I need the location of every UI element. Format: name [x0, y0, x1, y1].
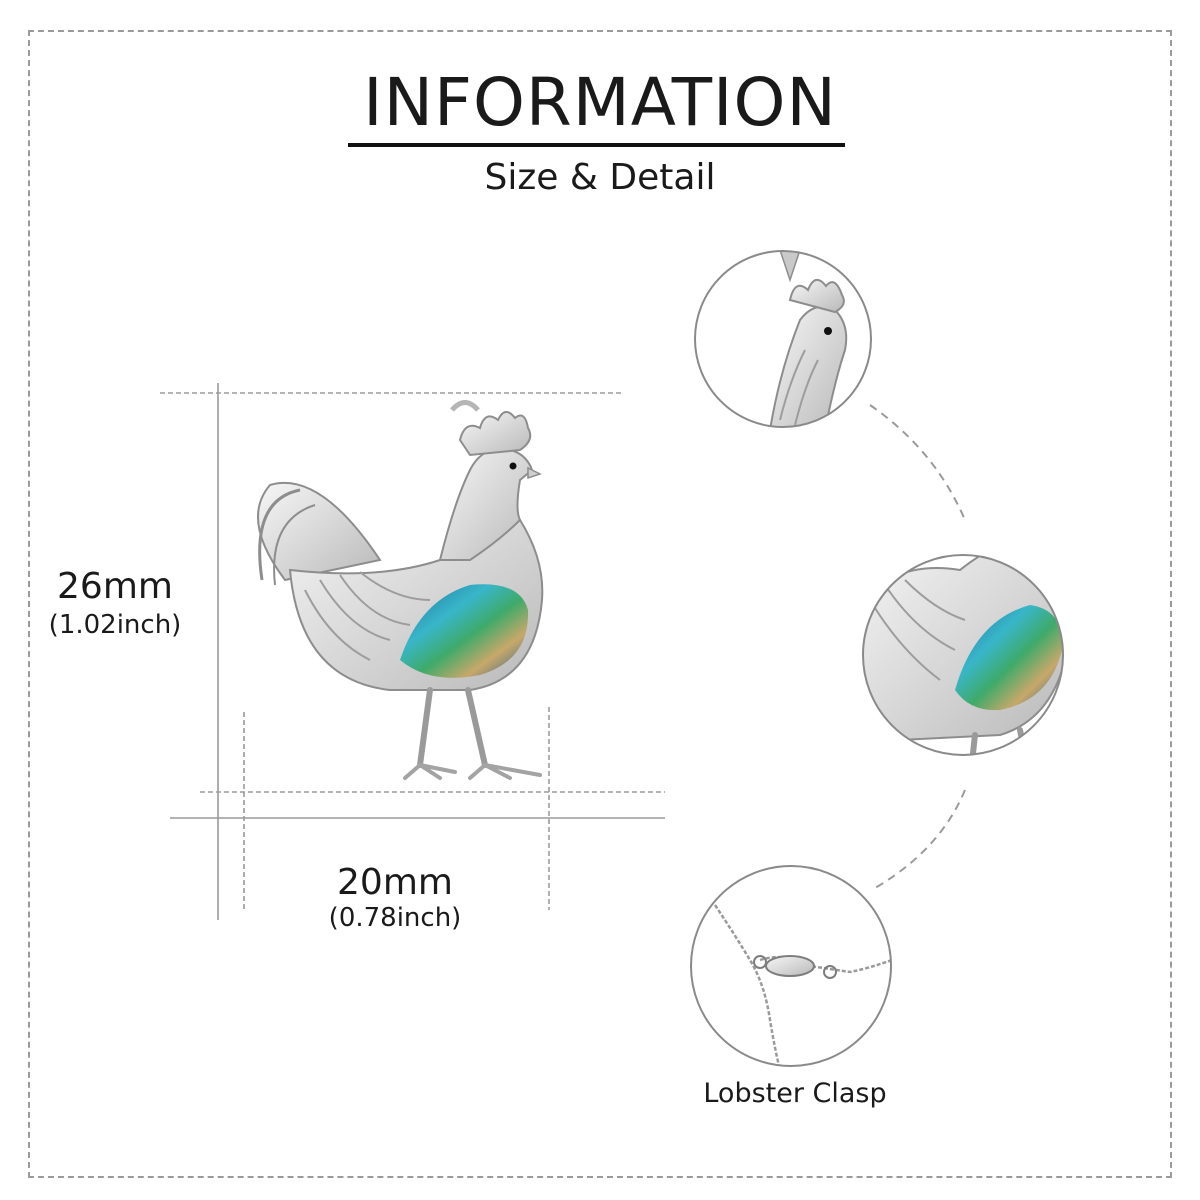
width-inch-label: (0.78inch) [328, 903, 462, 933]
height-inch-label: (1.02inch) [48, 610, 182, 640]
width-mm-label: 20mm [337, 862, 453, 903]
detail-circle-head [694, 250, 872, 428]
height-mm-label: 26mm [57, 566, 173, 607]
dimension-guides [160, 383, 665, 920]
detail-circle-body [862, 554, 1064, 756]
detail-connectors [869, 404, 966, 889]
rooster-pendant [257, 400, 544, 780]
page-subtitle: Size & Detail [484, 157, 716, 198]
title-underline [348, 143, 845, 147]
lobster-clasp-label: Lobster Clasp [703, 1078, 887, 1109]
detail-circle-clasp [690, 865, 892, 1067]
dashed-frame [28, 30, 1172, 1178]
page-title: INFORMATION [363, 64, 837, 141]
